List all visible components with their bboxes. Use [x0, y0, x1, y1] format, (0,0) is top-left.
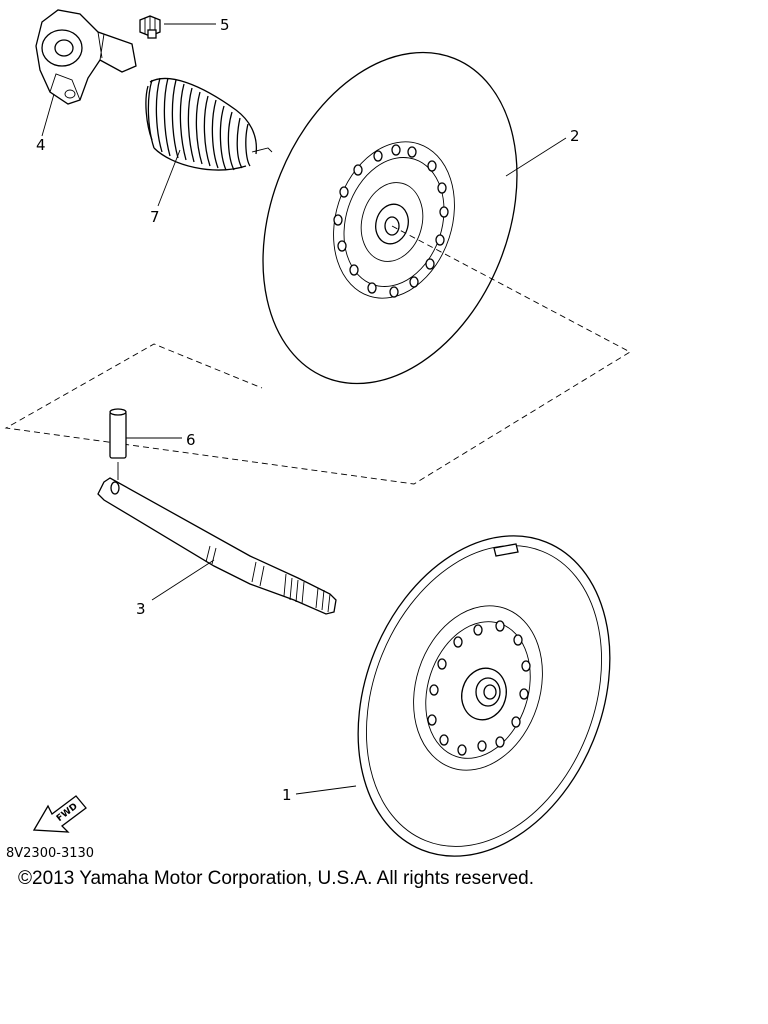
forward-arrow-icon: FWD	[32, 795, 87, 833]
callout-4: 4	[36, 136, 46, 154]
alignment-dashed-guide	[4, 225, 631, 485]
part-5-fitting	[139, 15, 161, 39]
callout-7: 7	[150, 208, 160, 226]
part-7-spring	[145, 77, 273, 171]
part-1-fixed-sheave	[357, 535, 611, 857]
part-4-bracket	[35, 9, 137, 105]
part-2-sliding-sheave	[262, 51, 518, 385]
callout-1: 1	[282, 786, 292, 804]
leader-lines	[41, 23, 567, 795]
part-3-shaft	[97, 477, 337, 615]
callout-2: 2	[570, 127, 580, 145]
leader-3	[151, 559, 215, 601]
diagram-part-code: 8V2300-3130	[6, 846, 94, 861]
leader-4	[41, 93, 55, 137]
leader-1	[295, 785, 357, 795]
copyright-notice: ©2013 Yamaha Motor Corporation, U.S.A. A…	[18, 868, 534, 889]
leader-2	[505, 137, 567, 177]
callout-6: 6	[186, 431, 196, 449]
callout-labels: 1 2 3 4 5 6 7	[36, 16, 580, 804]
callout-3: 3	[136, 600, 146, 618]
callout-5: 5	[220, 16, 230, 34]
leader-7	[157, 149, 181, 207]
part-6-pin	[109, 408, 127, 480]
